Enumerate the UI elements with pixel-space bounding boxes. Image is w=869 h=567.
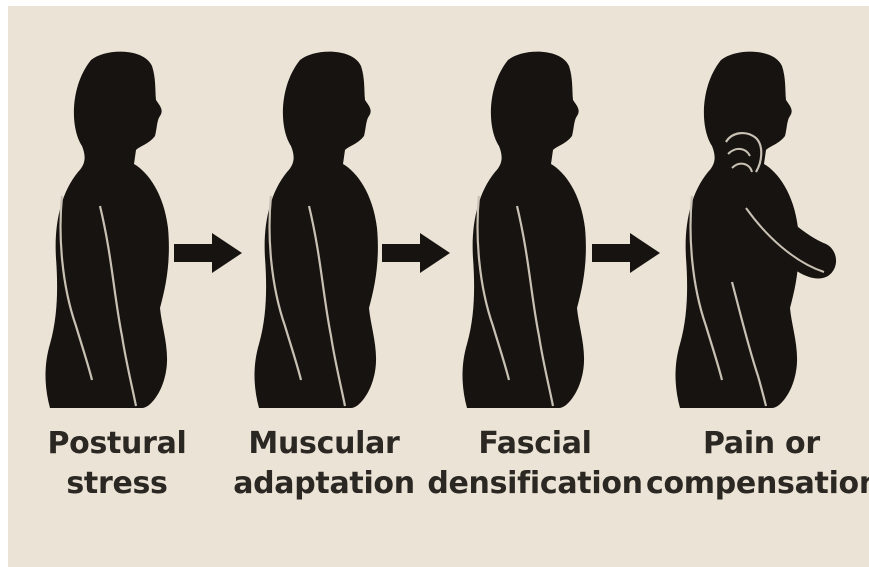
stage-2-label-line2: adaptation	[204, 464, 444, 504]
stage-2-label-line1: Muscular	[204, 424, 444, 464]
stage-1-label-line2: stress	[8, 464, 237, 504]
stage-4-silhouette-holding-neck-icon	[666, 46, 846, 408]
stage-1-label: Postural stress	[8, 424, 237, 504]
stage-4-label-line2: compensation	[646, 464, 869, 504]
flow-diagram: Postural stress Muscular adaptation Fasc…	[8, 6, 869, 567]
right-arrow-icon	[174, 233, 242, 273]
stage-3-label-line2: densification	[415, 464, 655, 504]
stage-3-label: Fascial densification	[415, 424, 655, 504]
stage-2-silhouette-icon	[245, 46, 425, 408]
stage-1-label-line1: Postural	[8, 424, 237, 464]
right-arrow-icon	[382, 233, 450, 273]
right-arrow-icon	[592, 233, 660, 273]
stage-3-silhouette-icon	[453, 46, 633, 408]
stage-3-label-line1: Fascial	[415, 424, 655, 464]
stage-4-label-line1: Pain or	[646, 424, 869, 464]
stage-4-label: Pain or compensation	[636, 424, 869, 504]
stage-1-silhouette-icon	[36, 46, 216, 408]
stage-2-label: Muscular adaptation	[204, 424, 444, 504]
